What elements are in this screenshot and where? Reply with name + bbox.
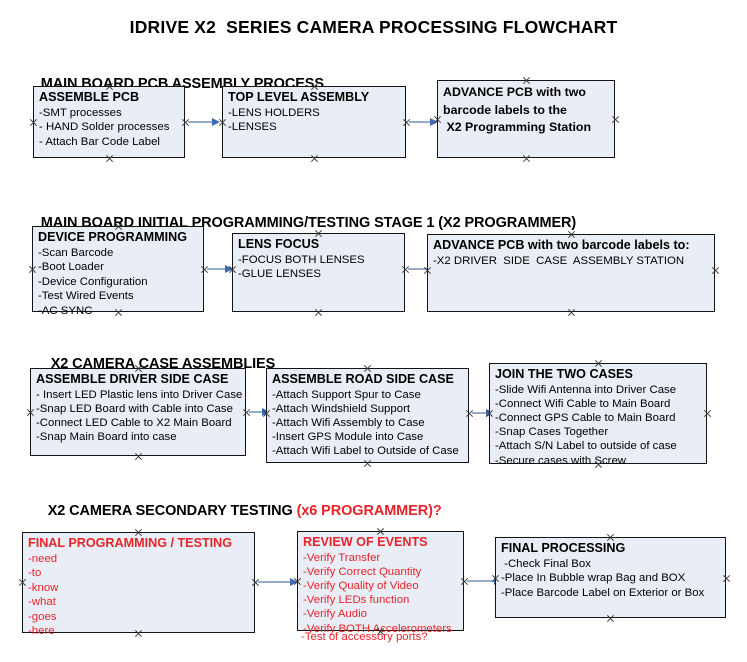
node-device-programming[interactable]: DEVICE PROGRAMMING -Scan Barcode -Boot L… (32, 226, 204, 317)
section-header-secondary-testing: X2 CAMERA SECONDARY TESTING (x6 PROGRAMM… (32, 487, 442, 535)
node-line: -Verify BOTH Accelerometers (303, 622, 452, 635)
node-title: ADVANCE PCB with two barcode labels to: (433, 238, 690, 252)
node-line: -LENSES (228, 121, 277, 134)
page-title: IDRIVE X2 SERIES CAMERA PROCESSING FLOWC… (129, 17, 618, 37)
node-line: -Verify LEDs function (303, 594, 410, 607)
arrow-assemble-pcb-to-top-level (188, 117, 220, 127)
node-final-processing[interactable]: FINAL PROCESSING -Check Final Box -Place… (495, 537, 726, 618)
node-title: REVIEW OF EVENTS (303, 535, 428, 549)
node-line: -to (28, 567, 42, 580)
node-title: ASSEMBLE DRIVER SIDE CASE (36, 372, 229, 386)
node-line: -Verify Transfer (303, 551, 381, 564)
node-lens-focus[interactable]: LENS FOCUS -FOCUS BOTH LENSES -GLUE LENS… (232, 233, 405, 312)
node-line: -Slide Wifi Antenna into Driver Case (495, 383, 677, 396)
section-header-text: X2 CAMERA SECONDARY TESTING (47, 503, 297, 519)
node-title: LENS FOCUS (238, 237, 320, 251)
node-line: -Place In Bubble wrap Bag and BOX (501, 572, 686, 585)
node-advance-pcb-driver-side[interactable]: ADVANCE PCB with two barcode labels to: … (427, 234, 715, 312)
node-line: -Connect LED Cable to X2 Main Board (36, 416, 232, 429)
node-line: -Connect GPS Cable to Main Board (495, 411, 676, 424)
node-line: -Insert GPS Module into Case (272, 431, 424, 444)
node-line: -here (28, 625, 55, 638)
node-title: DEVICE PROGRAMMING (38, 230, 188, 244)
node-line: -LENS HOLDERS (228, 106, 320, 119)
node-line: -Snap LED Board with Cable into Case (36, 402, 233, 415)
node-line: barcode labels to the (443, 102, 567, 117)
node-line: -AC SYNC (38, 304, 93, 317)
node-top-level-assembly[interactable]: TOP LEVEL ASSEMBLY -LENS HOLDERS -LENSES (222, 86, 406, 158)
node-line: -Verify Quality of Video (303, 579, 419, 592)
arrow-device-programming-to-lens-focus (207, 264, 233, 274)
node-line: - HAND Solder processes (39, 121, 170, 134)
node-title: ASSEMBLE ROAD SIDE CASE (272, 372, 454, 386)
node-line-overflow: -Test of accessory ports? (301, 631, 428, 643)
node-line: -Attach Support Spur to Case (272, 388, 421, 401)
node-title: ADVANCE PCB with two (443, 85, 586, 99)
section-header-suffix: (x6 PROGRAMMER)? (296, 503, 442, 519)
node-line: -FOCUS BOTH LENSES (238, 253, 365, 266)
node-line: -Check Final Box (501, 557, 591, 570)
node-line: -X2 DRIVER SIDE CASE ASSEMBLY STATION (433, 254, 685, 267)
node-line: -know (28, 581, 59, 594)
node-assemble-pcb[interactable]: ASSEMBLE PCB -SMT processes - HAND Solde… (33, 86, 185, 158)
node-line: -GLUE LENSES (238, 268, 321, 281)
node-line: -Place Barcode Label on Exterior or Box (501, 586, 705, 599)
node-line: -Secure cases with Screw (495, 454, 627, 467)
node-assemble-driver-side-case[interactable]: ASSEMBLE DRIVER SIDE CASE - Insert LED P… (30, 368, 246, 456)
node-line: X2 Programming Station (443, 120, 592, 134)
node-line: -Snap Main Board into case (36, 431, 177, 444)
node-line: -what (28, 596, 56, 609)
node-line: -Test Wired Events (38, 290, 134, 303)
node-title: ASSEMBLE PCB (39, 90, 140, 104)
node-title: FINAL PROCESSING (501, 541, 626, 555)
node-line: -Attach Wifi Assembly to Case (272, 416, 425, 429)
node-join-the-two-cases[interactable]: JOIN THE TWO CASES -Slide Wifi Antenna i… (489, 363, 707, 467)
arrow-top-level-to-advance-pcb (409, 117, 438, 127)
node-line: -goes (28, 610, 57, 623)
node-line: -Verify Audio (303, 608, 367, 621)
arrow-final-programming-to-review-events (258, 577, 298, 587)
node-line: -Device Configuration (38, 275, 148, 288)
node-title: JOIN THE TWO CASES (495, 367, 633, 381)
node-line: - Insert LED Plastic lens into Driver Ca… (36, 388, 243, 401)
node-final-programming-testing[interactable]: FINAL PROGRAMMING / TESTING -need -to -k… (22, 532, 255, 637)
node-line: - Attach Bar Code Label (39, 135, 160, 148)
node-line: -SMT processes (39, 106, 122, 119)
node-line: -Verify Correct Quantity (303, 565, 422, 578)
node-review-of-events[interactable]: REVIEW OF EVENTS -Verify Transfer -Verif… (297, 531, 464, 635)
node-line: -Attach Windshield Support (272, 402, 411, 415)
node-line: -Connect Wifi Cable to Main Board (495, 397, 671, 410)
node-assemble-road-side-case[interactable]: ASSEMBLE ROAD SIDE CASE -Attach Support … (266, 368, 469, 463)
node-line: -Boot Loader (38, 261, 104, 274)
node-line: -Snap Cases Together (495, 426, 609, 439)
node-advance-pcb-programming-station[interactable]: ADVANCE PCB with two barcode labels to t… (437, 80, 615, 158)
node-title: TOP LEVEL ASSEMBLY (228, 90, 370, 104)
node-line: -Attach Wifi Label to Outside of Case (272, 445, 459, 458)
node-line: -Attach S/N Label to outside of case (495, 440, 677, 453)
node-title: FINAL PROGRAMMING / TESTING (28, 536, 233, 550)
node-line: -Scan Barcode (38, 246, 114, 259)
node-line: -need (28, 552, 58, 565)
